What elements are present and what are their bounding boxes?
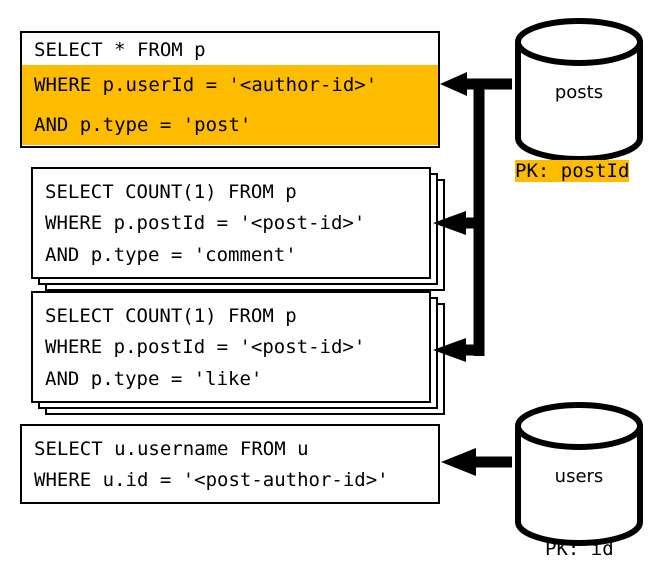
connector-posts-trunk (473, 78, 512, 356)
pk-label-users: PK: id (545, 538, 614, 560)
query-line: SELECT u.username FROM u (34, 438, 309, 460)
datastore-users[interactable]: users (513, 402, 645, 546)
query-box-posts-by-author[interactable]: SELECT * FROM p WHERE p.userId = '<autho… (20, 31, 440, 148)
query-line: WHERE p.postId = '<post-id>' (45, 336, 366, 358)
query-line: AND p.type = 'like' (45, 368, 263, 390)
cylinder-shape-users (515, 402, 643, 546)
query-box-count-likes[interactable]: SELECT COUNT(1) FROM p WHERE p.postId = … (31, 291, 431, 403)
query-line-highlighted: AND p.type = 'post' (22, 105, 438, 145)
datastore-posts[interactable]: posts (513, 18, 645, 162)
query-box-count-comments[interactable]: SELECT COUNT(1) FROM p WHERE p.postId = … (31, 167, 431, 279)
query-line: WHERE u.id = '<post-author-id>' (34, 469, 389, 491)
query-line: AND p.type = 'comment' (45, 244, 297, 266)
query-line-highlighted: WHERE p.userId = '<author-id>' (22, 65, 438, 105)
cylinder-shape-posts (515, 18, 643, 162)
query-line: SELECT * FROM p (34, 39, 206, 61)
pk-label-posts: PK: postId (515, 160, 630, 182)
connector-posts-to-query-1 (440, 72, 479, 96)
query-line: SELECT COUNT(1) FROM p (45, 305, 297, 327)
query-line: SELECT COUNT(1) FROM p (45, 181, 297, 203)
query-line: WHERE p.postId = '<post-id>' (45, 212, 366, 234)
connector-users-to-query-4 (441, 448, 512, 476)
query-box-username[interactable]: SELECT u.username FROM u WHERE u.id = '<… (20, 424, 440, 504)
